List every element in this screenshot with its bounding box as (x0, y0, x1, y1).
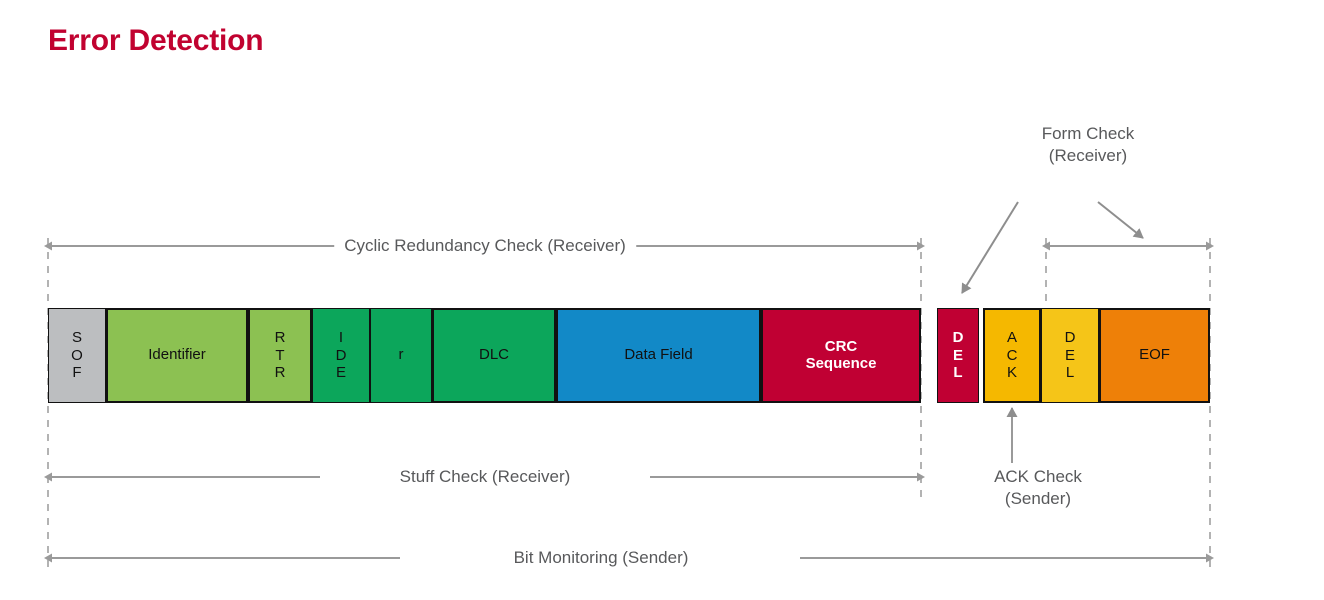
frame-field-crc-sequence[interactable]: CRC Sequence (761, 308, 921, 403)
frame-field-dlc[interactable]: DLC (432, 308, 556, 403)
frame-field-label-eof: EOF (1139, 346, 1170, 364)
frame-field-ack[interactable]: A C K (983, 308, 1041, 403)
frame-field-label-crc-sequence: CRC Sequence (805, 337, 877, 372)
frame-field-eof[interactable]: EOF (1099, 308, 1210, 403)
frame-field-label-rtr: R T R (274, 328, 286, 382)
frame-field-label-identifier: Identifier (148, 346, 206, 364)
form-check-annotation: Form Check (Receiver) (1041, 124, 1135, 166)
guide-lines (47, 238, 1211, 570)
frame-field-identifier[interactable]: Identifier (106, 308, 248, 403)
form-check-callout-arrows (961, 201, 1144, 294)
measure-label-crc-check: Cyclic Redundancy Check (Receiver) (334, 236, 636, 256)
ack-check-annotation: ACK Check (Sender) (994, 467, 1082, 509)
measure-label-bit-monitoring: Bit Monitoring (Sender) (503, 548, 699, 568)
frame-field-label-r: r (398, 346, 404, 364)
frame-field-rtr[interactable]: R T R (248, 308, 312, 403)
form-check-arrow-left (961, 201, 1019, 294)
page-title: Error Detection (48, 24, 264, 57)
frame-field-ack-del[interactable]: D E L (1041, 308, 1099, 403)
frame-field-label-dlc: DLC (478, 346, 509, 364)
frame-field-label-data-field: Data Field (624, 346, 693, 364)
frame-field-ide[interactable]: I D E (312, 308, 370, 403)
frame-field-sof[interactable]: S O F (48, 308, 106, 403)
form-check-arrow-right (1097, 201, 1144, 239)
frame-field-crc-del[interactable]: D E L (937, 308, 979, 403)
frame-field-label-ide: I D E (335, 328, 347, 382)
frame-field-r[interactable]: r (370, 308, 432, 403)
measure-label-stuff-check: Stuff Check (Receiver) (389, 467, 581, 487)
frame-field-label-ack: A C K (1006, 328, 1018, 382)
frame-field-data-field[interactable]: Data Field (556, 308, 761, 403)
frame-field-label-crc-del: D E L (952, 328, 964, 382)
frame-field-label-ack-del: D E L (1064, 328, 1076, 382)
frame-field-label-sof: S O F (71, 328, 83, 382)
